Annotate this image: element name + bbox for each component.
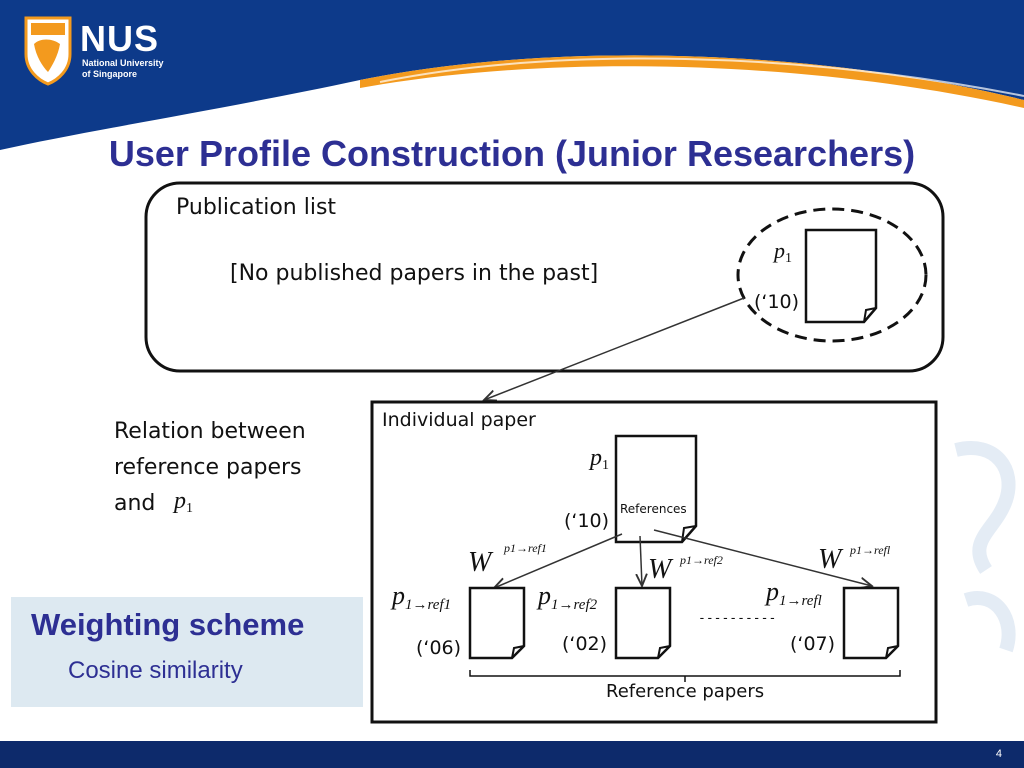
- ref-1-year: (‘06): [416, 637, 461, 659]
- header-background: [0, 0, 1024, 150]
- ref-2-doc-icon: [614, 586, 672, 660]
- weight-l-symbol: W: [818, 544, 844, 575]
- individual-paper-box: [370, 400, 938, 724]
- weight-1-symbol: W: [468, 547, 494, 578]
- arrow-to-ref-l: [653, 529, 872, 586]
- weighting-scheme-callout: Weighting scheme Cosine similarity: [11, 597, 363, 707]
- diagram-svg: Publication list [No published papers in…: [114, 181, 945, 724]
- weight-1-superscript: p1→ref1: [503, 541, 547, 555]
- main-paper-doc-icon: [614, 434, 698, 544]
- arrow-to-ref-2: [640, 535, 642, 586]
- ref-l-doc-icon: [842, 586, 900, 660]
- publication-list-box: [144, 181, 945, 373]
- pub-paper-doc-icon: [804, 228, 878, 324]
- ref-l-year: (‘07): [790, 633, 835, 655]
- ref-2-label: p1→ref2: [536, 581, 598, 613]
- ref-1-doc-icon: [468, 586, 526, 660]
- logo-subtitle: National University of Singapore: [82, 58, 164, 80]
- no-papers-note: [No published papers in the past]: [230, 261, 598, 286]
- reference-papers-label: Reference papers: [606, 681, 764, 702]
- main-paper-year: (‘10): [564, 510, 609, 532]
- ref-1-label: p1→ref1: [390, 581, 451, 613]
- publication-list-title: Publication list: [176, 195, 336, 220]
- header-blue-band: [0, 0, 1024, 150]
- logo-line-2: of Singapore: [82, 69, 138, 79]
- individual-paper-title: Individual paper: [382, 409, 536, 431]
- header-orange-swoosh: [360, 55, 1024, 108]
- slide-title: User Profile Construction (Junior Resear…: [108, 133, 916, 174]
- relation-p1: p1: [172, 488, 193, 516]
- relation-line-2: reference papers: [114, 455, 302, 480]
- weight-l-superscript: p1→refl: [849, 543, 891, 557]
- slide-footer: 4: [0, 741, 1024, 768]
- arrow-to-individual-paper: [484, 297, 745, 400]
- ref-l-label: p1→refl: [764, 577, 822, 609]
- pub-paper-label: p1: [772, 238, 792, 266]
- watermark-graphic: [954, 441, 1016, 653]
- nus-crest-icon: [24, 16, 72, 86]
- nus-logo: NUS National University of Singapore: [22, 14, 182, 86]
- ref-2-year: (‘02): [562, 633, 607, 655]
- relation-line-3: and: [114, 491, 155, 516]
- pub-paper-year: (‘10): [754, 291, 799, 313]
- main-paper-label: p1: [588, 445, 609, 473]
- logo-wordmark: NUS: [80, 18, 160, 59]
- logo-line-1: National University: [82, 58, 164, 68]
- page-number: 4: [995, 748, 1002, 760]
- slide-header: NUS National University of Singapore: [0, 0, 1024, 180]
- weight-2-superscript: p1→ref2: [679, 553, 723, 567]
- reference-papers-bracket: [469, 670, 901, 677]
- weighting-scheme-title: Weighting scheme: [31, 607, 305, 642]
- arrow-to-ref-1: [494, 533, 623, 588]
- selected-paper-ellipse: [736, 207, 928, 343]
- weight-2-symbol: W: [648, 554, 674, 585]
- weighting-scheme-subtitle: Cosine similarity: [68, 657, 243, 684]
- header-white-line: [379, 57, 1024, 97]
- relation-line-1: Relation between: [114, 419, 306, 444]
- references-label: References: [620, 502, 687, 516]
- ellipsis-dashes: ----------: [698, 611, 776, 626]
